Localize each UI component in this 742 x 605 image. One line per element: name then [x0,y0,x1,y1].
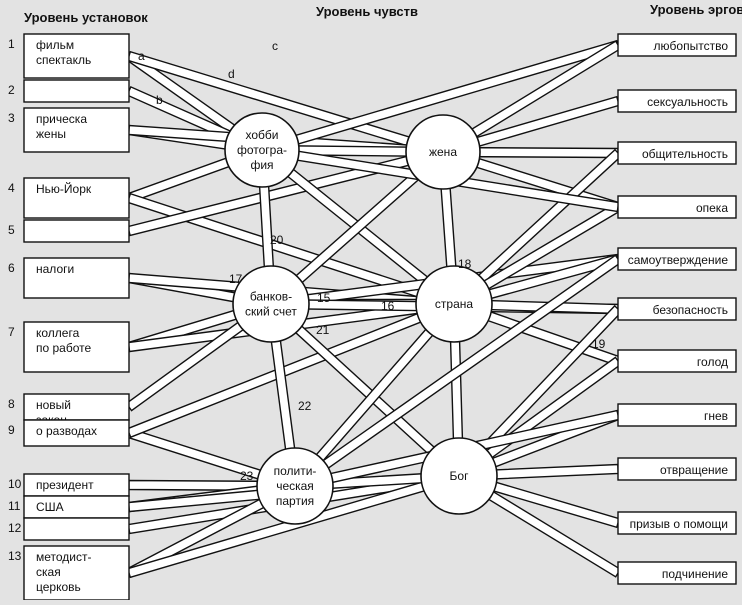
header-right: Уровень эргов [650,2,742,17]
erg-box-5[interactable]: самоутверждение [617,247,737,271]
erg-label: призыв о помощи [630,517,728,531]
erg-box-7[interactable]: голод [617,349,737,373]
attitude-label: жены [36,127,66,141]
attitude-number: 2 [8,83,15,97]
path-label-21: 21 [316,323,330,337]
path-label-b: b [156,93,163,107]
sentiment-label: жена [429,145,457,159]
sentiment-label: партия [276,494,314,508]
sentiment-label: хобби [246,128,279,142]
erg-label: самоутверждение [628,253,729,267]
attitude-box-12[interactable]: 12 [8,517,130,541]
attitude-label: новый [36,398,71,412]
attitude-number: 10 [8,477,22,491]
erg-box-9[interactable]: отвращение [617,457,737,481]
attitude-number: 12 [8,521,22,535]
erg-label: подчинение [662,567,728,581]
attitude-label: церковь [36,580,81,594]
erg-label: опека [696,201,728,215]
attitude-number: 4 [8,181,15,195]
attitude-box-2[interactable]: 2 [8,79,130,103]
attitude-box-10[interactable]: 10 президент [8,473,130,497]
sentiment-label: страна [435,297,473,311]
erg-label: голод [697,355,728,369]
attitude-label: методист- [36,550,92,564]
attitude-box-9[interactable]: 9 о разводах [8,419,130,447]
attitude-label: фильм [36,38,74,52]
erg-box-10[interactable]: призыв о помощи [617,511,737,535]
attitude-number: 13 [8,549,22,563]
erg-box-1[interactable]: любопытство [617,33,737,57]
attitude-number: 7 [8,325,15,339]
attitude-label: по работе [36,341,91,355]
attitude-number: 3 [8,111,15,125]
attitude-number: 1 [8,37,15,51]
erg-label: любопытство [654,39,729,53]
attitude-label: президент [36,478,94,492]
sentiment-label: Бог [450,469,470,483]
attitude-number: 9 [8,423,15,437]
attitude-label: о разводах [36,424,97,438]
path-label-16: 16 [381,299,395,313]
path-label-a: a [138,49,145,63]
erg-box-11[interactable]: подчинение [617,561,737,585]
attitude-label: налоги [36,262,74,276]
attitude-label: спектакль [36,53,91,67]
erg-box-8[interactable]: гнев [617,403,737,427]
path-label-19: 19 [592,337,606,351]
sentiment-label: фия [250,158,273,172]
sentiment-label: фотогра- [237,143,287,157]
sentiment-label: ческая [276,479,314,493]
attitude-number: 8 [8,397,15,411]
erg-box-3[interactable]: общительность [617,141,737,165]
attitude-label: прическа [36,112,87,126]
erg-label: безопасность [653,303,728,317]
sentiment-node-god[interactable]: Бог [420,437,498,515]
attitude-label: коллега [36,326,80,340]
erg-box-4[interactable]: опека [617,195,737,219]
erg-label: сексуальность [647,95,728,109]
attitude-label: США [36,500,64,514]
sentiment-label: полити- [274,464,317,478]
attitude-label: Нью-Йорк [36,181,92,196]
header-center: Уровень чувств [316,4,418,19]
path-label-22: 22 [298,399,312,413]
path-label-d: d [228,67,235,81]
erg-label: отвращение [660,463,728,477]
sentiment-label: банков- [250,290,292,304]
attitude-number: 5 [8,223,15,237]
attitude-number: 11 [8,499,21,513]
path-label-18: 18 [458,257,472,271]
path-label-23: 23 [240,469,254,483]
sentiment-node-bank[interactable]: банков-ский счет [232,265,310,343]
header-left: Уровень установок [24,10,148,25]
attitude-box-4[interactable]: 4 Нью-Йорк [8,177,130,219]
sentiment-node-country[interactable]: страна [415,265,493,343]
path-label-c: c [272,39,278,53]
attitude-label: ская [36,565,61,579]
erg-box-6[interactable]: безопасность [617,297,737,321]
attitude-box-11[interactable]: 11 США [8,495,130,519]
sentiment-label: ский счет [245,305,297,319]
path-label-17: 17 [229,272,243,286]
attitude-box-6[interactable]: 6 налоги [8,257,130,299]
attitude-number: 6 [8,261,15,275]
path-label-20: 20 [270,233,284,247]
erg-box-2[interactable]: сексуальность [617,89,737,113]
sentiment-node-wife[interactable]: жена [405,114,481,190]
erg-label: общительность [642,147,728,161]
path-label-15: 15 [317,291,331,305]
erg-label: гнев [704,409,728,423]
attitude-box-5[interactable]: 5 [8,219,130,243]
